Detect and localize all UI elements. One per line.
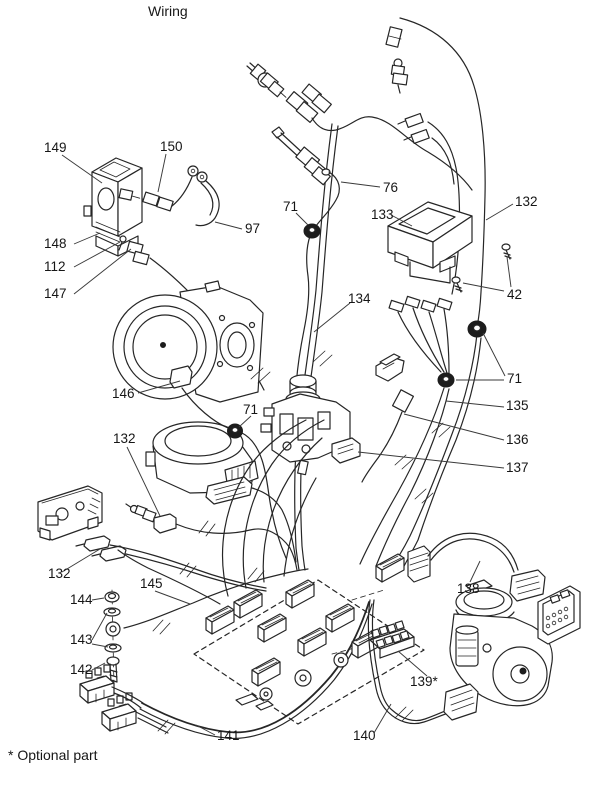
pump bbox=[449, 579, 553, 707]
gas-valve bbox=[260, 374, 361, 476]
callout-144: 144 bbox=[70, 592, 93, 607]
callout-139: 139* bbox=[410, 674, 439, 689]
pcb-connector bbox=[325, 603, 355, 633]
pcb-connector bbox=[205, 605, 235, 635]
cable-140 bbox=[367, 599, 479, 725]
grommet-71 bbox=[227, 423, 243, 439]
artwork bbox=[37, 17, 581, 739]
clip-bracket bbox=[375, 353, 405, 382]
screw-112 bbox=[118, 235, 127, 251]
callout-146: 146 bbox=[112, 386, 135, 401]
footnote-optional-part: * Optional part bbox=[8, 747, 98, 763]
sensor-block bbox=[385, 26, 403, 48]
flame-sensor-harness bbox=[246, 62, 473, 191]
callout-147: 147 bbox=[44, 286, 67, 301]
callout-133: 133 bbox=[371, 207, 394, 222]
pcb-connector bbox=[251, 657, 281, 687]
callout-137: 137 bbox=[506, 460, 529, 475]
diagram-title: Wiring bbox=[148, 3, 188, 19]
leader-lines bbox=[61, 153, 514, 736]
callout-140: 140 bbox=[353, 728, 376, 743]
pcb-connector bbox=[375, 553, 405, 583]
screws-42 bbox=[451, 243, 512, 293]
connector-147 bbox=[126, 240, 150, 266]
pcb-connector bbox=[233, 589, 263, 619]
callout-148: 148 bbox=[44, 236, 67, 251]
callout-135: 135 bbox=[506, 398, 529, 413]
harness-150-97 bbox=[118, 165, 220, 227]
ignition-electrode-76 bbox=[271, 126, 340, 457]
transformer-149 bbox=[83, 157, 143, 257]
cable-bundle-right bbox=[359, 387, 450, 567]
callout-76: 76 bbox=[383, 180, 398, 195]
callout-136: 136 bbox=[506, 432, 529, 447]
callout-132-c: 132 bbox=[48, 566, 71, 581]
main-pcb bbox=[117, 419, 425, 725]
callout-42: 42 bbox=[507, 287, 522, 302]
blower-motor bbox=[112, 280, 264, 403]
connector-139 bbox=[369, 620, 415, 659]
cable-132-right bbox=[387, 17, 486, 573]
wire-terminals bbox=[388, 295, 453, 374]
wire-145 bbox=[123, 568, 309, 629]
connector-plug-mid bbox=[205, 476, 297, 563]
pcb-connector bbox=[257, 613, 287, 643]
callout-145: 145 bbox=[140, 576, 163, 591]
connector-136 bbox=[361, 389, 415, 483]
callout-71-a: 71 bbox=[283, 199, 298, 214]
pcb-connector bbox=[297, 627, 327, 657]
hardware-stack bbox=[103, 589, 122, 689]
callout-143: 143 bbox=[70, 632, 93, 647]
callout-134: 134 bbox=[348, 291, 371, 306]
callout-132-b: 132 bbox=[113, 431, 136, 446]
callout-112: 112 bbox=[44, 259, 66, 274]
callout-141: 141 bbox=[217, 728, 240, 743]
callout-71-c: 71 bbox=[507, 371, 522, 386]
grommet-71 bbox=[303, 223, 321, 239]
sensor-132-mid bbox=[125, 503, 298, 571]
spade-terminals-top bbox=[397, 112, 461, 295]
callout-97: 97 bbox=[245, 221, 260, 236]
cable-138 bbox=[407, 532, 546, 602]
spade-connectors-132 bbox=[75, 535, 267, 592]
callout-labels: 149 150 97 148 112 147 76 71 133 132 42 … bbox=[44, 139, 538, 743]
callout-138: 138 bbox=[457, 581, 480, 596]
callout-71-b: 71 bbox=[243, 402, 258, 417]
plug-sensor bbox=[390, 58, 409, 94]
callout-142: 142 bbox=[70, 662, 93, 677]
display-panel bbox=[537, 585, 581, 645]
grommet-71 bbox=[467, 320, 487, 338]
callout-132-a: 132 bbox=[515, 194, 538, 209]
grommet-71 bbox=[437, 372, 455, 388]
control-box-133 bbox=[387, 201, 473, 284]
callout-150: 150 bbox=[160, 139, 183, 154]
cable-break-marks bbox=[152, 350, 451, 735]
callout-149: 149 bbox=[44, 140, 67, 155]
pcb-connector bbox=[285, 579, 315, 609]
control-module bbox=[37, 485, 103, 541]
